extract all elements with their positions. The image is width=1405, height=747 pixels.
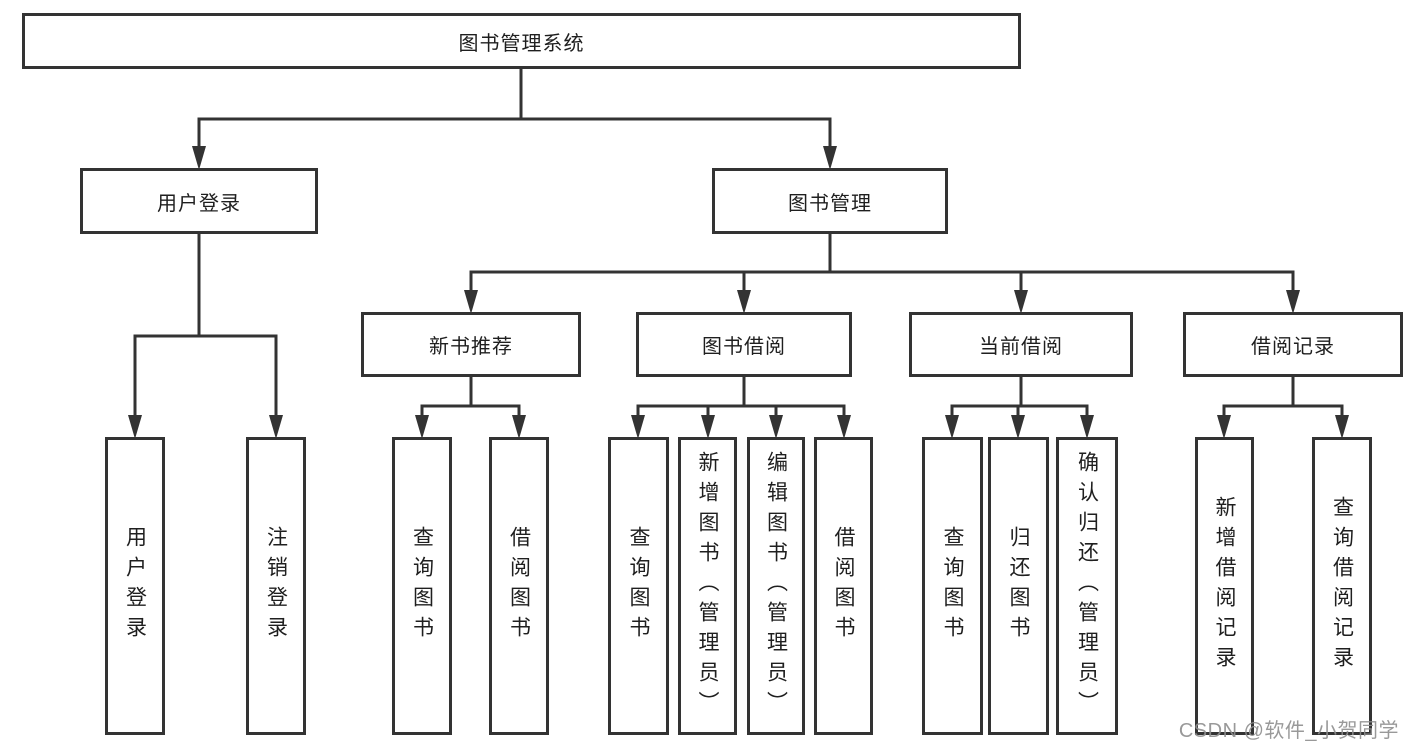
node-root-label: 图书管理系统	[458, 32, 585, 55]
leaf-user-login-label: 用户登录	[123, 526, 147, 646]
leaf-logout-label: 注销登录	[264, 526, 288, 646]
leaf-add-book-admin-label: 新增图书（管理员）	[696, 451, 719, 721]
leaf-logout: 注销登录	[246, 437, 306, 735]
leaf-query-borrow-record: 查询借阅记录	[1312, 437, 1372, 735]
leaf-edit-book-admin-label: 编辑图书（管理员）	[764, 451, 788, 721]
leaf-current-query-book: 查询图书	[922, 437, 983, 735]
leaf-recommend-query-book: 查询图书	[392, 437, 452, 735]
leaf-edit-book-admin: 编辑图书（管理员）	[747, 437, 805, 735]
leaf-confirm-return-admin-label: 确认归还（管理员）	[1075, 451, 1099, 721]
leaf-current-query-book-label: 查询图书	[941, 526, 964, 646]
connector-newbook-to-leaves	[415, 375, 526, 439]
connector-bookborrow-to-leaves	[631, 375, 851, 439]
leaf-query-borrow-record-label: 查询借阅记录	[1330, 496, 1354, 676]
node-new-book-recommend-label: 新书推荐	[429, 336, 513, 358]
node-new-book-recommend: 新书推荐	[361, 312, 581, 377]
leaf-confirm-return-admin: 确认归还（管理员）	[1056, 437, 1118, 735]
leaf-return-book-label: 归还图书	[1007, 526, 1030, 646]
node-borrow-records-label: 借阅记录	[1251, 336, 1335, 358]
leaf-add-borrow-record: 新增借阅记录	[1195, 437, 1254, 735]
connector-root-to-level2	[192, 67, 837, 170]
leaf-recommend-borrow-book-label: 借阅图书	[507, 526, 531, 646]
node-book-borrow: 图书借阅	[636, 312, 852, 377]
node-user-login-label: 用户登录	[157, 192, 241, 215]
leaf-user-login: 用户登录	[105, 437, 165, 735]
node-current-borrow-label: 当前借阅	[979, 336, 1063, 358]
node-book-borrow-label: 图书借阅	[702, 336, 786, 358]
connector-records-to-leaves	[1217, 375, 1349, 439]
leaf-borrow-book: 借阅图书	[814, 437, 873, 735]
csdn-watermark: CSDN @软件_小贺同学	[1178, 720, 1399, 742]
node-book-management-label: 图书管理	[788, 192, 872, 215]
node-root: 图书管理系统	[22, 13, 1021, 69]
node-current-borrow: 当前借阅	[909, 312, 1133, 377]
node-borrow-records: 借阅记录	[1183, 312, 1403, 377]
node-book-management: 图书管理	[712, 168, 948, 234]
leaf-add-book-admin: 新增图书（管理员）	[678, 437, 737, 735]
leaf-borrow-query-book-label: 查询图书	[627, 526, 650, 646]
connector-currentborrow-to-leaves	[945, 375, 1094, 439]
leaf-borrow-book-label: 借阅图书	[832, 526, 855, 646]
leaf-recommend-query-book-label: 查询图书	[410, 526, 434, 646]
leaf-borrow-query-book: 查询图书	[608, 437, 669, 735]
connector-userlogin-to-leaves	[128, 232, 283, 439]
leaf-return-book: 归还图书	[988, 437, 1049, 735]
leaf-recommend-borrow-book: 借阅图书	[489, 437, 549, 735]
node-user-login: 用户登录	[80, 168, 318, 234]
leaf-add-borrow-record-label: 新增借阅记录	[1213, 496, 1236, 676]
connector-bookmgmt-to-level3	[464, 232, 1300, 314]
